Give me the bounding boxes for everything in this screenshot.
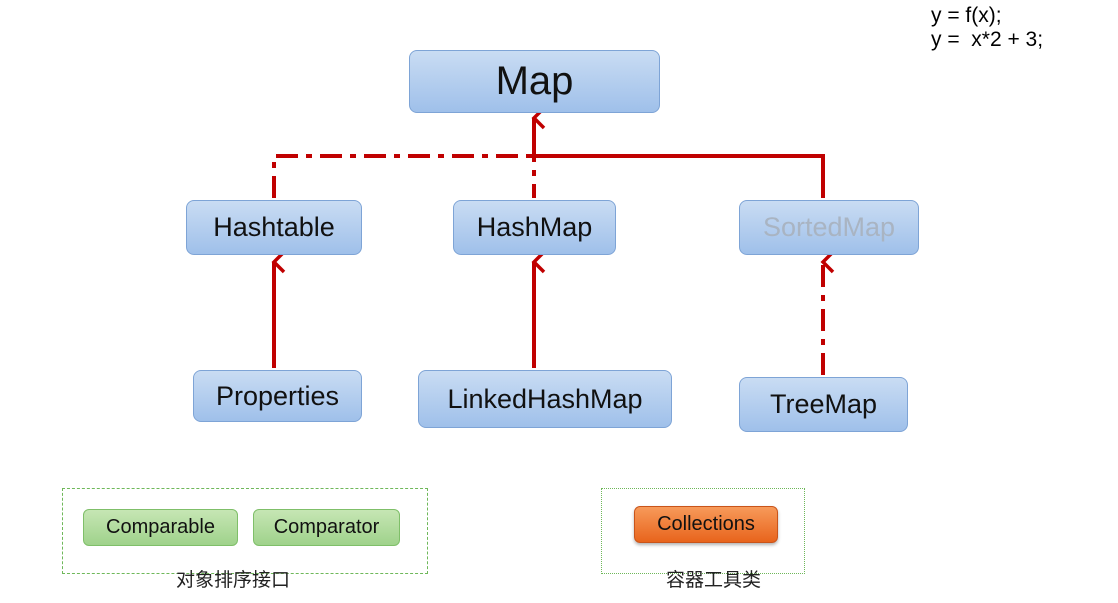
- node-hashtable: Hashtable: [186, 200, 362, 255]
- chip-collections: Collections: [634, 506, 778, 543]
- edge-sortedmap-to-map: [531, 106, 825, 198]
- node-treemap: TreeMap: [739, 377, 908, 432]
- node-linkedhashmap: LinkedHashMap: [418, 370, 672, 428]
- formula-note: y = f(x); y = x*2 + 3;: [931, 4, 1043, 52]
- sorting-interfaces-group: [62, 488, 428, 574]
- container-tools-group: [601, 488, 805, 574]
- chip-comparator: Comparator: [253, 509, 400, 546]
- node-hashmap: HashMap: [453, 200, 616, 255]
- formula-line-1: y = f(x);: [931, 4, 1002, 27]
- edge-hashtable-to-map: [272, 154, 534, 198]
- chip-comparable: Comparable: [83, 509, 238, 546]
- formula-line-2: y = x*2 + 3;: [931, 28, 1044, 51]
- sorting-group-caption: 对象排序接口: [176, 569, 291, 591]
- node-sortedmap: SortedMap: [739, 200, 919, 255]
- tools-group-caption: 容器工具类: [666, 569, 762, 591]
- node-properties: Properties: [193, 370, 362, 422]
- node-map: Map: [409, 50, 660, 113]
